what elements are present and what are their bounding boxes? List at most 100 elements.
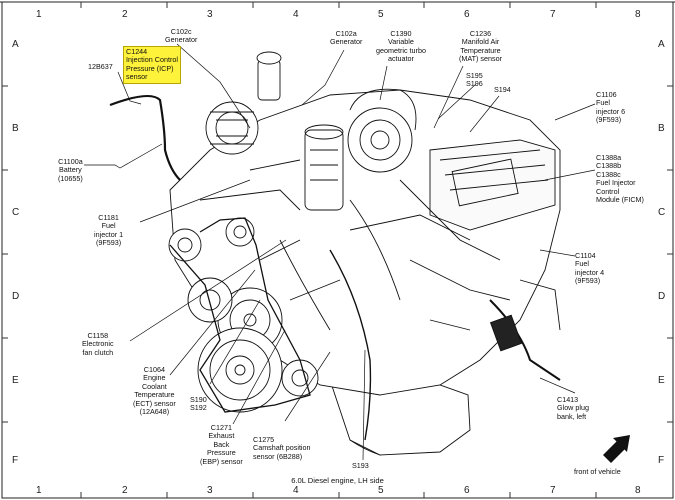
callout-line: Variable	[388, 37, 414, 47]
callout-line: Generator	[330, 37, 363, 47]
grid-row-left-e: E	[12, 375, 19, 386]
callout-line: S195	[466, 71, 483, 80]
callout-s194: S194	[494, 85, 511, 94]
callout-line: Battery	[59, 165, 82, 175]
callout-line: Pressure	[206, 448, 236, 458]
callout-line: (MAT) sensor	[459, 54, 502, 64]
callout-line: (10655)	[58, 173, 83, 183]
callout-s195-s196: S195 S196	[466, 71, 483, 89]
grid-col-bottom-5: 5	[378, 485, 384, 496]
grid-col-bottom-6: 6	[464, 485, 470, 496]
callout-line: Temperature	[134, 390, 175, 400]
callout-line: Fuel	[101, 221, 116, 231]
callout-c1100a-battery: C1100a Battery (10655)	[58, 157, 83, 183]
callout-c1413-glow-plug-bank: C1413 Glow plug bank, left	[557, 395, 589, 421]
grid-col-bottom-1: 1	[36, 485, 42, 496]
callout-line: Fuel Injector	[596, 178, 636, 188]
grid-row-left-a: A	[12, 39, 19, 50]
grid-col-top-5: 5	[378, 9, 384, 20]
callout-line: Control	[596, 186, 620, 196]
callout-line: Electronic	[82, 339, 114, 349]
grid-col-bottom-3: 3	[207, 485, 213, 496]
grid-col-bottom-7: 7	[550, 485, 556, 496]
grid-row-left-b: B	[12, 123, 19, 134]
callout-line: Generator	[165, 35, 198, 45]
callout-c1064-ect-sensor: C1064 Engine Coolant Temperature (ECT) s…	[133, 365, 176, 417]
callout-line: C1244	[126, 47, 148, 56]
callout-c102a-generator: C102a Generator	[330, 29, 363, 47]
grid-row-right-c: C	[658, 207, 666, 218]
callout-line: C1106	[596, 90, 617, 99]
callout-c1275-cmp-sensor: C1275 Camshaft position sensor (6B288)	[253, 435, 311, 461]
callout-line: C1388c	[596, 169, 621, 179]
grid-row-right-e: E	[658, 375, 665, 386]
grid-row-left-d: D	[12, 291, 20, 302]
grid-row-right-d: D	[658, 291, 666, 302]
callout-s193: S193	[352, 461, 369, 470]
engine-illustration	[109, 51, 561, 456]
callout-line: sensor	[126, 72, 148, 82]
callout-line: Pressure (ICP)	[126, 63, 174, 73]
callout-line: S193	[352, 461, 369, 470]
callout-line: (9F593)	[96, 238, 122, 248]
leader-lines	[84, 43, 596, 461]
callout-line: (ECT) sensor	[133, 398, 176, 408]
callout-line: C1158	[87, 331, 109, 340]
callout-line: S196	[466, 79, 483, 89]
grid-row-right-f: F	[658, 455, 665, 466]
callout-line: C1100a	[58, 157, 83, 166]
callout-line: Exhaust	[208, 431, 235, 441]
callout-line: C1388b	[596, 161, 622, 171]
callout-line: Manifold Air	[461, 37, 500, 47]
grid-col-top-4: 4	[293, 9, 299, 20]
callout-line: 12B637	[88, 62, 113, 71]
callout-line: C1275	[253, 435, 275, 444]
callout-c1236-mat-sensor: C1236 Manifold Air Temperature (MAT) sen…	[459, 29, 502, 64]
grid-col-top-6: 6	[464, 9, 470, 20]
grid-row-left-c: C	[12, 207, 20, 218]
callout-line: C1390	[390, 29, 412, 38]
front-of-vehicle-label: front of vehicle	[574, 467, 621, 476]
callout-line: Engine	[143, 373, 166, 383]
callout-line: Back	[213, 439, 230, 449]
diagram-caption: 6.0L Diesel engine, LH side	[291, 476, 384, 485]
callout-line: fan clutch	[82, 347, 114, 357]
callout-line: injector 6	[596, 106, 626, 116]
grid-col-top-7: 7	[550, 9, 556, 20]
callout-line: C102c	[170, 27, 192, 36]
callout-line: (9F593)	[575, 276, 601, 286]
callout-line: C1236	[469, 29, 492, 38]
callout-c1158-fan-clutch: C1158 Electronic fan clutch	[82, 331, 114, 357]
callout-c1181-injector-1: C1181 Fuel injector 1 (9F593)	[94, 213, 124, 248]
grid-col-bottom-2: 2	[122, 485, 128, 496]
callout-c1271-ebp-sensor: C1271 Exhaust Back Pressure (EBP) sensor	[200, 423, 243, 466]
grid-col-bottom-4: 4	[293, 485, 299, 496]
front-arrow-icon	[603, 435, 630, 463]
callout-c1104-injector-4: C1104 Fuel injector 4 (9F593)	[575, 251, 605, 286]
callout-c1388-ficm: C1388a C1388b C1388c Fuel Injector Contr…	[596, 153, 644, 204]
callout-line: (12A648)	[139, 407, 170, 417]
callout-line: sensor (6B288)	[253, 451, 303, 461]
callout-line: C1064	[143, 365, 165, 374]
callout-line: C1181	[98, 213, 119, 222]
grid-col-top-1: 1	[36, 9, 42, 20]
grid-col-top-3: 3	[207, 9, 213, 20]
callout-line: C1104	[575, 251, 596, 260]
callout-line: Camshaft position	[253, 443, 311, 453]
callout-c1390-vgt-actuator: C1390 Variable geometric turbo actuator	[376, 29, 426, 64]
callout-12b637: 12B637	[88, 62, 113, 71]
callout-line: bank, left	[557, 411, 587, 421]
callout-c1244-icp-sensor: C1244 Injection Control Pressure (ICP) s…	[123, 46, 181, 84]
grid-row-right-a: A	[658, 39, 665, 50]
callout-line: S190	[190, 395, 207, 404]
callout-c1106-injector-6: C1106 Fuel injector 6 (9F593)	[596, 90, 626, 125]
callout-line: C102a	[335, 29, 357, 38]
callout-line: injector 1	[94, 229, 124, 239]
callout-line: Fuel	[575, 259, 589, 269]
callout-line: Temperature	[460, 45, 501, 55]
callout-line: (EBP) sensor	[200, 456, 243, 466]
callout-line: injector 4	[575, 267, 605, 277]
callout-line: S194	[494, 85, 511, 94]
